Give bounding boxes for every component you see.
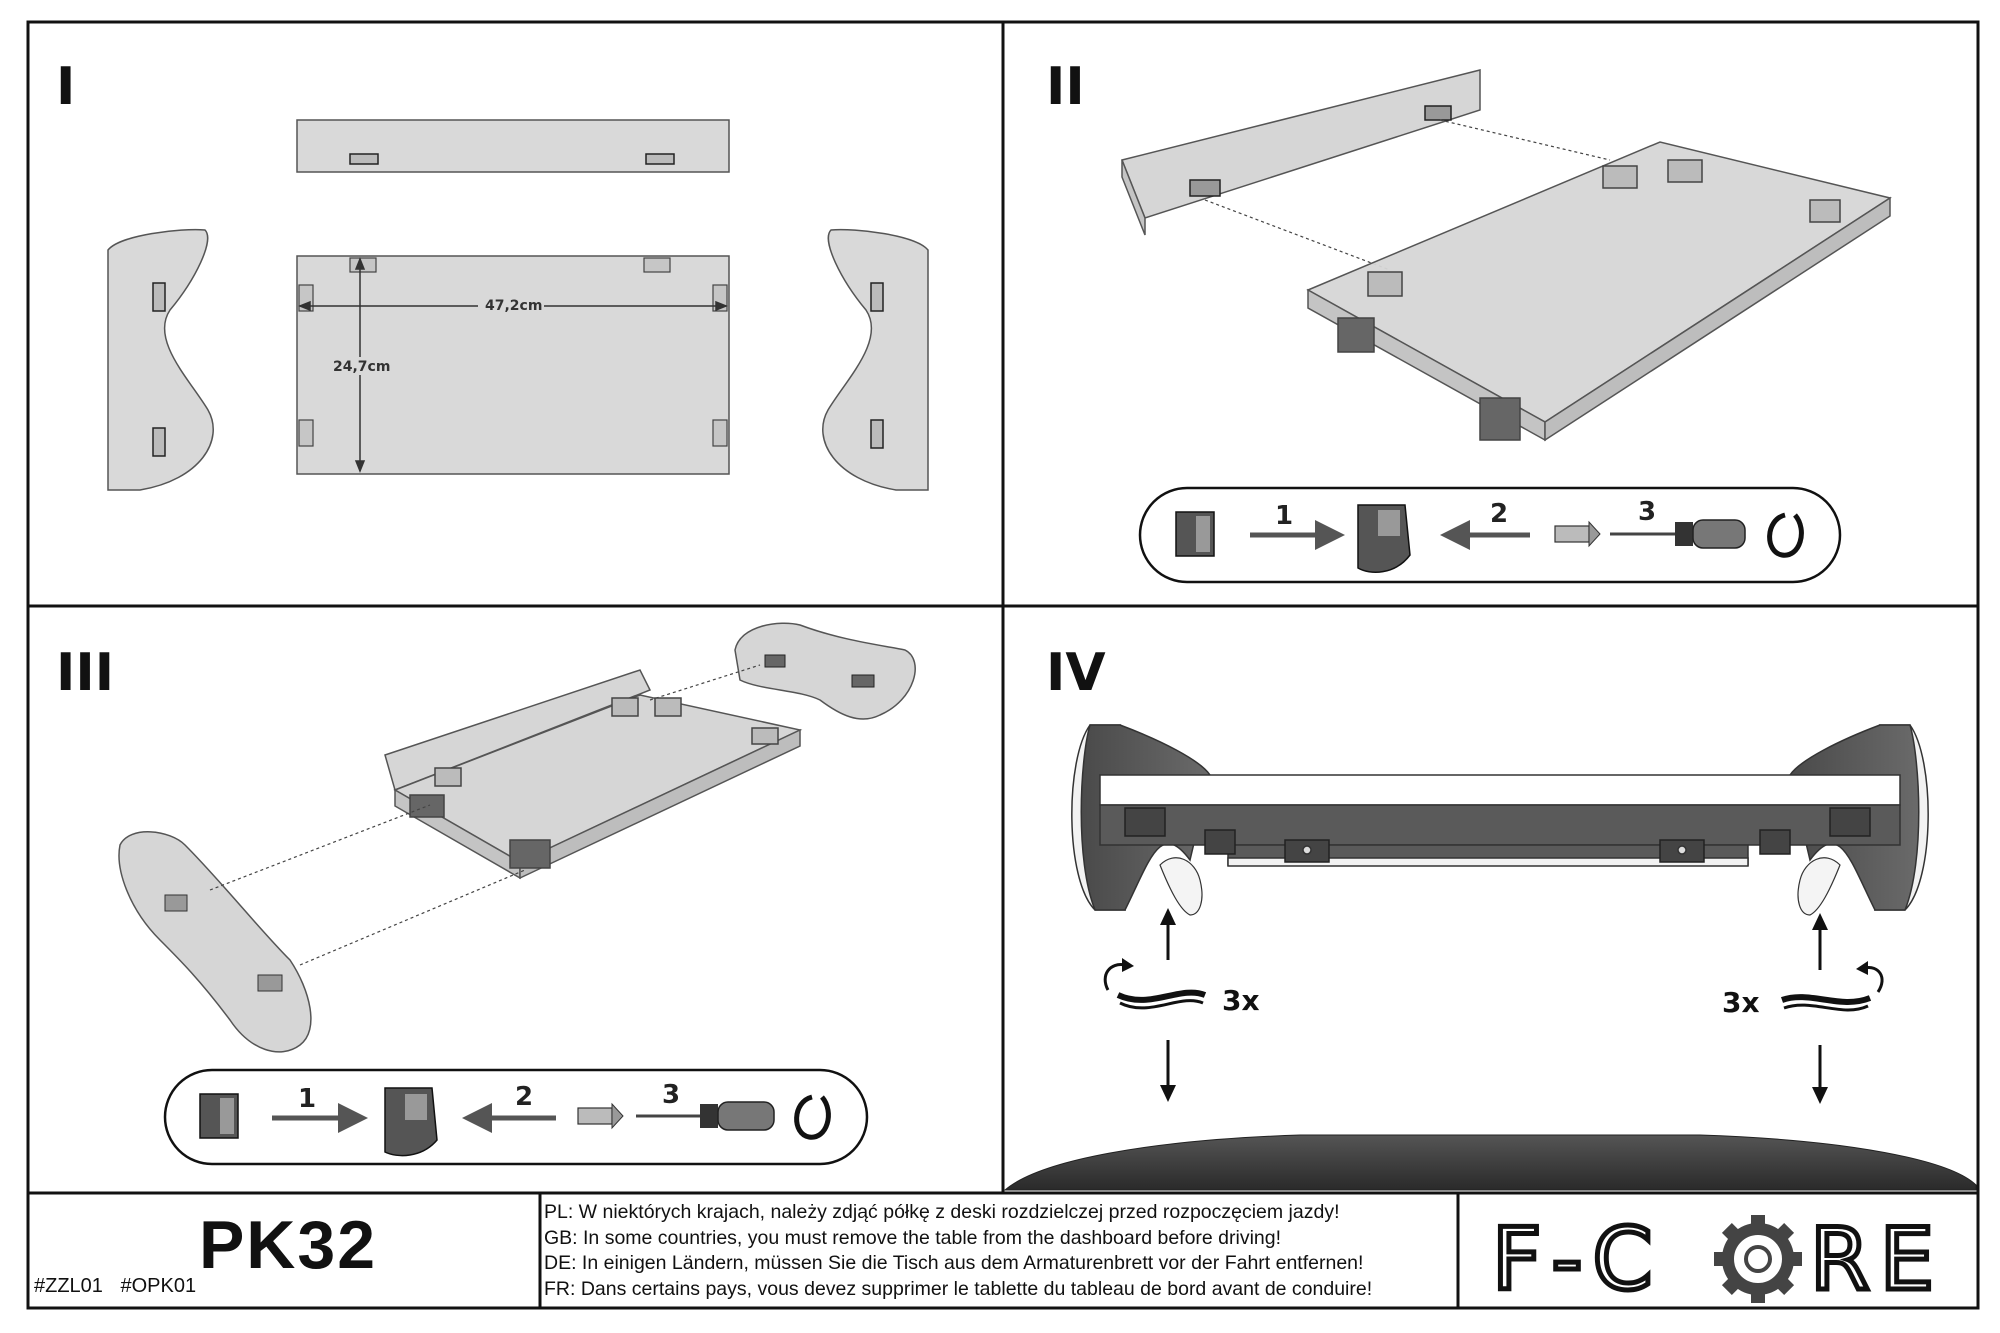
- step-2-label: 2: [515, 1082, 533, 1112]
- twist-arrow-icon: [1780, 961, 1884, 1012]
- shelf-assembly: [384, 669, 803, 880]
- gear-icon: [1714, 1215, 1802, 1303]
- depth-dimension-label: 24,7cm: [333, 359, 390, 375]
- left-tighten-indicator: 3x: [1103, 908, 1260, 1102]
- assembled-table: [1099, 774, 1901, 867]
- panel-3: III: [56, 622, 916, 1166]
- screw-icon: [1554, 520, 1601, 548]
- panel-2-numeral: II: [1046, 57, 1085, 117]
- cam-lock-icon: [1175, 511, 1215, 557]
- rail-perspective: [1120, 69, 1481, 236]
- bracket-with-lock-icon: [384, 1087, 438, 1157]
- screwdriver-icon: [636, 1101, 775, 1131]
- left-side-bracket: [107, 228, 214, 491]
- screw-icon: [577, 1102, 624, 1130]
- rotate-icon: [794, 1094, 831, 1140]
- arrow-left-icon: [462, 1103, 556, 1133]
- rotate-icon: [1767, 512, 1804, 558]
- panel-4: IV: [1003, 643, 1977, 1191]
- frame: [26, 20, 1980, 1310]
- step-2-label: 2: [1490, 499, 1508, 529]
- side-bracket-perspective-left: [118, 831, 312, 1053]
- arrow-right-icon: [1250, 520, 1345, 550]
- arrow-down-icon: [1812, 1045, 1828, 1104]
- front-rail: [296, 119, 730, 173]
- right-tighten-indicator: 3x: [1722, 913, 1884, 1104]
- panel-4-numeral: IV: [1046, 643, 1106, 703]
- warning-de: DE: In einigen Ländern, müssen Sie die T…: [544, 1252, 1364, 1274]
- brand-text-right: RE: [1810, 1210, 1944, 1305]
- screwdriver-icon: [1610, 519, 1746, 549]
- arrow-right-icon: [272, 1103, 368, 1133]
- warning-fr: FR: Dans certains pays, vous devez suppr…: [544, 1277, 1373, 1300]
- model-number: PK32: [198, 1207, 378, 1283]
- panel-2: II: [1046, 57, 1892, 584]
- assembly-steps-2: 1 2 3: [1138, 486, 1842, 584]
- alignment-lines-2: [1204, 119, 1611, 271]
- step-3-label: 3: [662, 1080, 680, 1110]
- panel-1: I 47,: [56, 57, 929, 491]
- brand-text-left: F-C: [1492, 1210, 1663, 1305]
- arrow-down-icon: [1160, 1040, 1176, 1102]
- right-turns-label: 3x: [1722, 986, 1760, 1019]
- panel-3-numeral: III: [56, 643, 114, 703]
- step-1-label: 1: [1275, 501, 1293, 531]
- panel-1-numeral: I: [56, 57, 75, 117]
- step-3-label: 3: [1638, 497, 1656, 527]
- warning-pl: PL: W niektórych krajach, należy zdjąć p…: [544, 1201, 1340, 1223]
- arrow-up-icon: [1812, 913, 1828, 970]
- product-code: #ZZL01: [34, 1275, 103, 1297]
- assembly-steps-3: 1 2 3: [163, 1068, 869, 1166]
- brand-logo: F-C RE: [1490, 1208, 1944, 1306]
- arrow-up-icon: [1160, 908, 1176, 960]
- warning-gb: GB: In some countries, you must remove t…: [544, 1226, 1282, 1249]
- bracket-with-lock-icon: [1357, 504, 1411, 573]
- alignment-lines-3: [209, 664, 761, 966]
- arrow-left-icon: [1440, 520, 1530, 550]
- safety-warnings: PL: W niektórych krajach, należy zdjąć p…: [544, 1200, 1452, 1302]
- product-code: #OPK01: [120, 1275, 197, 1297]
- side-bracket-perspective-right: [734, 622, 916, 720]
- twist-arrow-icon: [1103, 958, 1207, 1010]
- board-perspective: [1306, 141, 1892, 442]
- step-1-label: 1: [298, 1084, 316, 1114]
- cam-lock-icon: [199, 1093, 239, 1139]
- product-codes: #ZZL01 #OPK01: [34, 1275, 208, 1298]
- dashboard-surface: [1003, 1134, 1977, 1191]
- width-dimension-label: 47,2cm: [485, 298, 542, 314]
- left-turns-label: 3x: [1222, 984, 1260, 1017]
- right-side-bracket: [822, 228, 929, 491]
